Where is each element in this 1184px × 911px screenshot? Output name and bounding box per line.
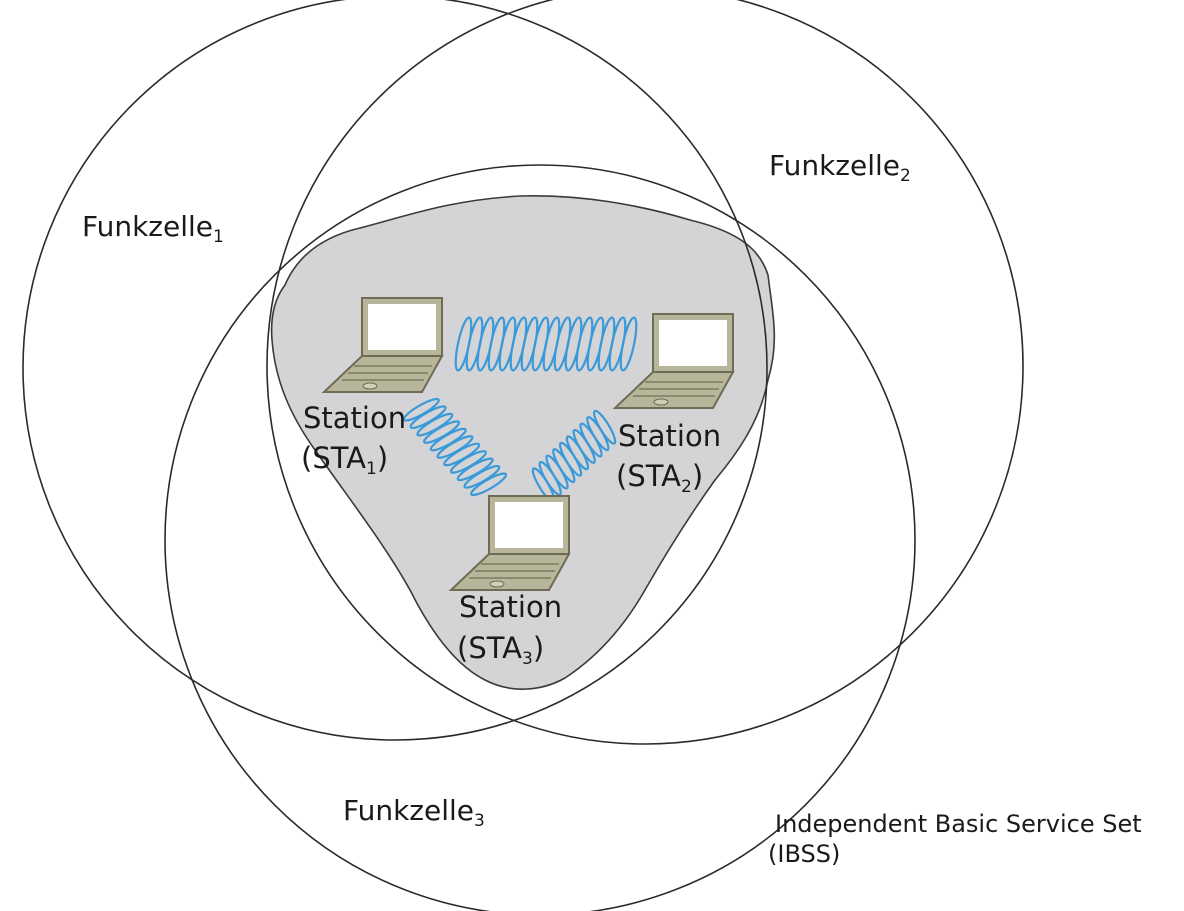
station-2-id: (STA2) [616, 459, 703, 497]
coil-loop [592, 409, 617, 445]
ibss-abbrev: (IBSS) [768, 840, 840, 868]
cell-3-label: Funkzelle3 [343, 794, 485, 831]
link-sta2-sta3 [531, 409, 617, 503]
laptop-icon [448, 495, 571, 591]
coil-loop [619, 316, 638, 372]
cell-1-label: Funkzelle1 [82, 210, 224, 247]
cell-2-circle [266, 0, 1024, 745]
link-sta1-sta2 [454, 316, 638, 372]
station-3-id: (STA3) [457, 631, 544, 669]
cell-1-circle [22, 0, 768, 741]
laptop-icon [321, 297, 444, 393]
laptop-icon [612, 313, 735, 409]
station-1-id: (STA1) [301, 441, 388, 479]
cell-2-label: Funkzelle2 [769, 149, 911, 186]
ibss-label: Independent Basic Service Set [775, 810, 1142, 838]
station-3-label: Station [459, 590, 562, 624]
station-1-label: Station [303, 401, 406, 435]
cell-3-circle [164, 164, 916, 911]
coil-loop [470, 472, 508, 497]
link-sta1-sta3 [402, 397, 508, 497]
station-2-label: Station [618, 419, 721, 453]
